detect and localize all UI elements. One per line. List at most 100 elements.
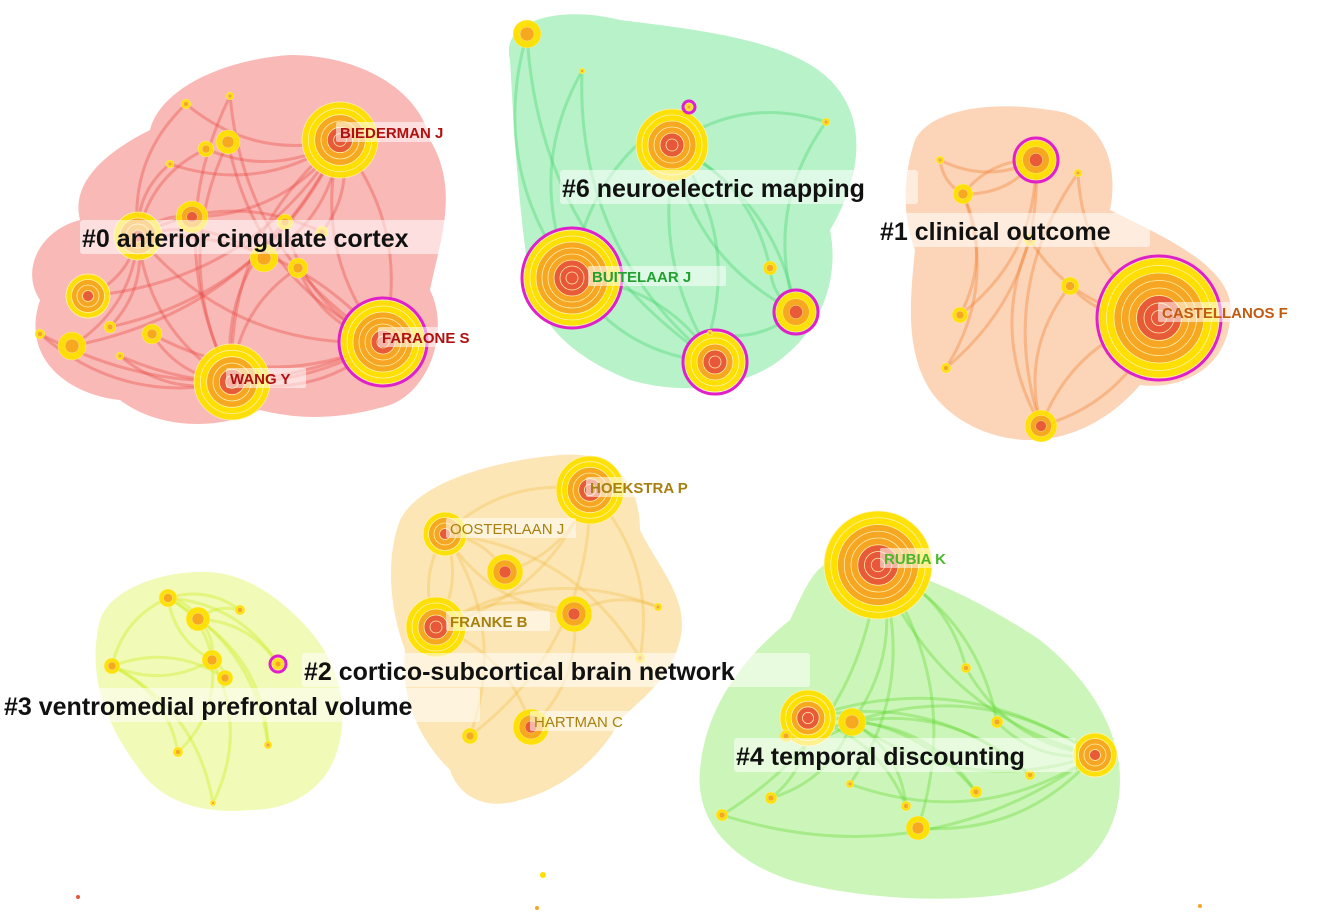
citation-node xyxy=(141,323,163,345)
author-label-faraone: FARAONE S xyxy=(382,330,470,347)
citation-node xyxy=(65,273,111,319)
node-ring xyxy=(1089,749,1101,761)
node-ring xyxy=(823,119,829,125)
citation-node xyxy=(268,654,288,674)
author-label-bg-faraone xyxy=(378,327,488,347)
node-ring xyxy=(789,305,803,319)
author-label-hartman: HARTMAN C xyxy=(534,714,623,731)
node-ring xyxy=(211,801,215,805)
citation-node xyxy=(1073,168,1083,178)
node-ring xyxy=(265,742,271,748)
node-ring xyxy=(937,157,943,163)
citation-node xyxy=(103,320,117,334)
node-ring xyxy=(565,271,579,285)
node-ring xyxy=(802,712,815,725)
network-edge xyxy=(110,655,227,680)
citation-node xyxy=(900,800,912,812)
node-ring xyxy=(201,144,211,154)
citation-node xyxy=(681,328,749,396)
author-label-wang: WANG Y xyxy=(230,371,291,388)
citation-node xyxy=(158,588,178,608)
node-ring xyxy=(943,365,949,371)
node-ring xyxy=(567,607,581,621)
node-ring xyxy=(163,593,173,603)
burst-ring xyxy=(772,288,820,336)
citation-node xyxy=(635,108,709,182)
cluster-label-4: #4 temporal discounting xyxy=(736,743,1025,771)
cluster-label-0: #0 anterior cingulate cortex xyxy=(82,225,409,253)
node-ring xyxy=(1075,170,1081,176)
cluster-area-4 xyxy=(699,560,1120,899)
author-label-bg-castellanos xyxy=(1158,302,1322,322)
network-edge xyxy=(1023,171,1080,428)
network-edge xyxy=(468,488,592,738)
node-ring xyxy=(82,290,94,302)
node-ring xyxy=(847,781,853,787)
author-label-bg-hartman xyxy=(530,711,634,731)
citation-node xyxy=(1024,409,1058,443)
network-edge xyxy=(916,753,1097,831)
isolated-node xyxy=(1198,904,1202,908)
citation-node xyxy=(935,155,945,165)
node-ring xyxy=(167,161,173,167)
node-ring xyxy=(993,718,1001,726)
author-label-hoekstra: HOEKSTRA P xyxy=(590,480,688,497)
citation-node xyxy=(461,727,479,745)
author-label-buitelaar: BUITELAAR J xyxy=(592,269,691,286)
citation-node xyxy=(969,785,983,799)
node-ring xyxy=(1027,772,1033,778)
node-ring xyxy=(227,93,233,99)
node-ring xyxy=(718,811,726,819)
citation-node xyxy=(706,329,714,337)
citation-node xyxy=(715,808,729,822)
network-edge xyxy=(850,704,1097,757)
node-ring xyxy=(183,101,189,107)
citation-node xyxy=(555,595,593,633)
node-ring xyxy=(221,135,235,149)
network-edge xyxy=(443,532,642,660)
network-edge xyxy=(110,596,170,668)
citation-node xyxy=(779,689,837,747)
citation-node xyxy=(287,257,309,279)
node-ring xyxy=(1029,153,1043,167)
cluster-label-bg-0 xyxy=(80,220,470,254)
burst-ring xyxy=(1012,136,1060,184)
citation-node xyxy=(57,331,87,361)
citation-node xyxy=(1072,732,1118,778)
network-edge xyxy=(783,120,828,314)
node-ring xyxy=(972,788,980,796)
node-ring xyxy=(903,803,909,809)
isolated-node xyxy=(76,895,80,899)
isolated-node xyxy=(535,906,539,910)
network-edge xyxy=(166,596,280,666)
author-labels: BIEDERMAN J FARAONE S WANG Y BUITELAAR J… xyxy=(226,122,1322,731)
author-label-biederman: BIEDERMAN J xyxy=(340,125,443,142)
citation-node xyxy=(990,715,1004,729)
node-ring xyxy=(766,264,774,272)
node-ring xyxy=(220,673,230,683)
node-ring xyxy=(1035,420,1047,432)
citation-node xyxy=(764,791,778,805)
author-label-oosterlaan: OOSTERLAAN J xyxy=(450,521,564,538)
node-ring xyxy=(708,355,722,369)
citation-node xyxy=(578,67,586,75)
citation-node xyxy=(1060,276,1080,296)
author-label-bg-franke xyxy=(446,611,550,631)
citation-node xyxy=(1012,136,1060,184)
citation-node xyxy=(215,129,241,155)
node-ring xyxy=(429,620,443,634)
citation-node xyxy=(115,351,125,361)
node-ring xyxy=(465,731,475,741)
citation-node xyxy=(103,657,121,675)
burst-ring xyxy=(681,99,697,115)
network-edge xyxy=(944,158,1038,370)
citation-node xyxy=(165,159,175,169)
citation-node xyxy=(837,707,867,737)
cluster-label-3: #3 ventromedial prefrontal volume xyxy=(4,693,413,721)
citation-node xyxy=(952,183,974,205)
burst-ring xyxy=(268,654,288,674)
author-label-castellanos: CASTELLANOS F xyxy=(1162,305,1288,322)
citation-node xyxy=(180,98,192,110)
author-label-bg-rubia xyxy=(880,548,966,568)
